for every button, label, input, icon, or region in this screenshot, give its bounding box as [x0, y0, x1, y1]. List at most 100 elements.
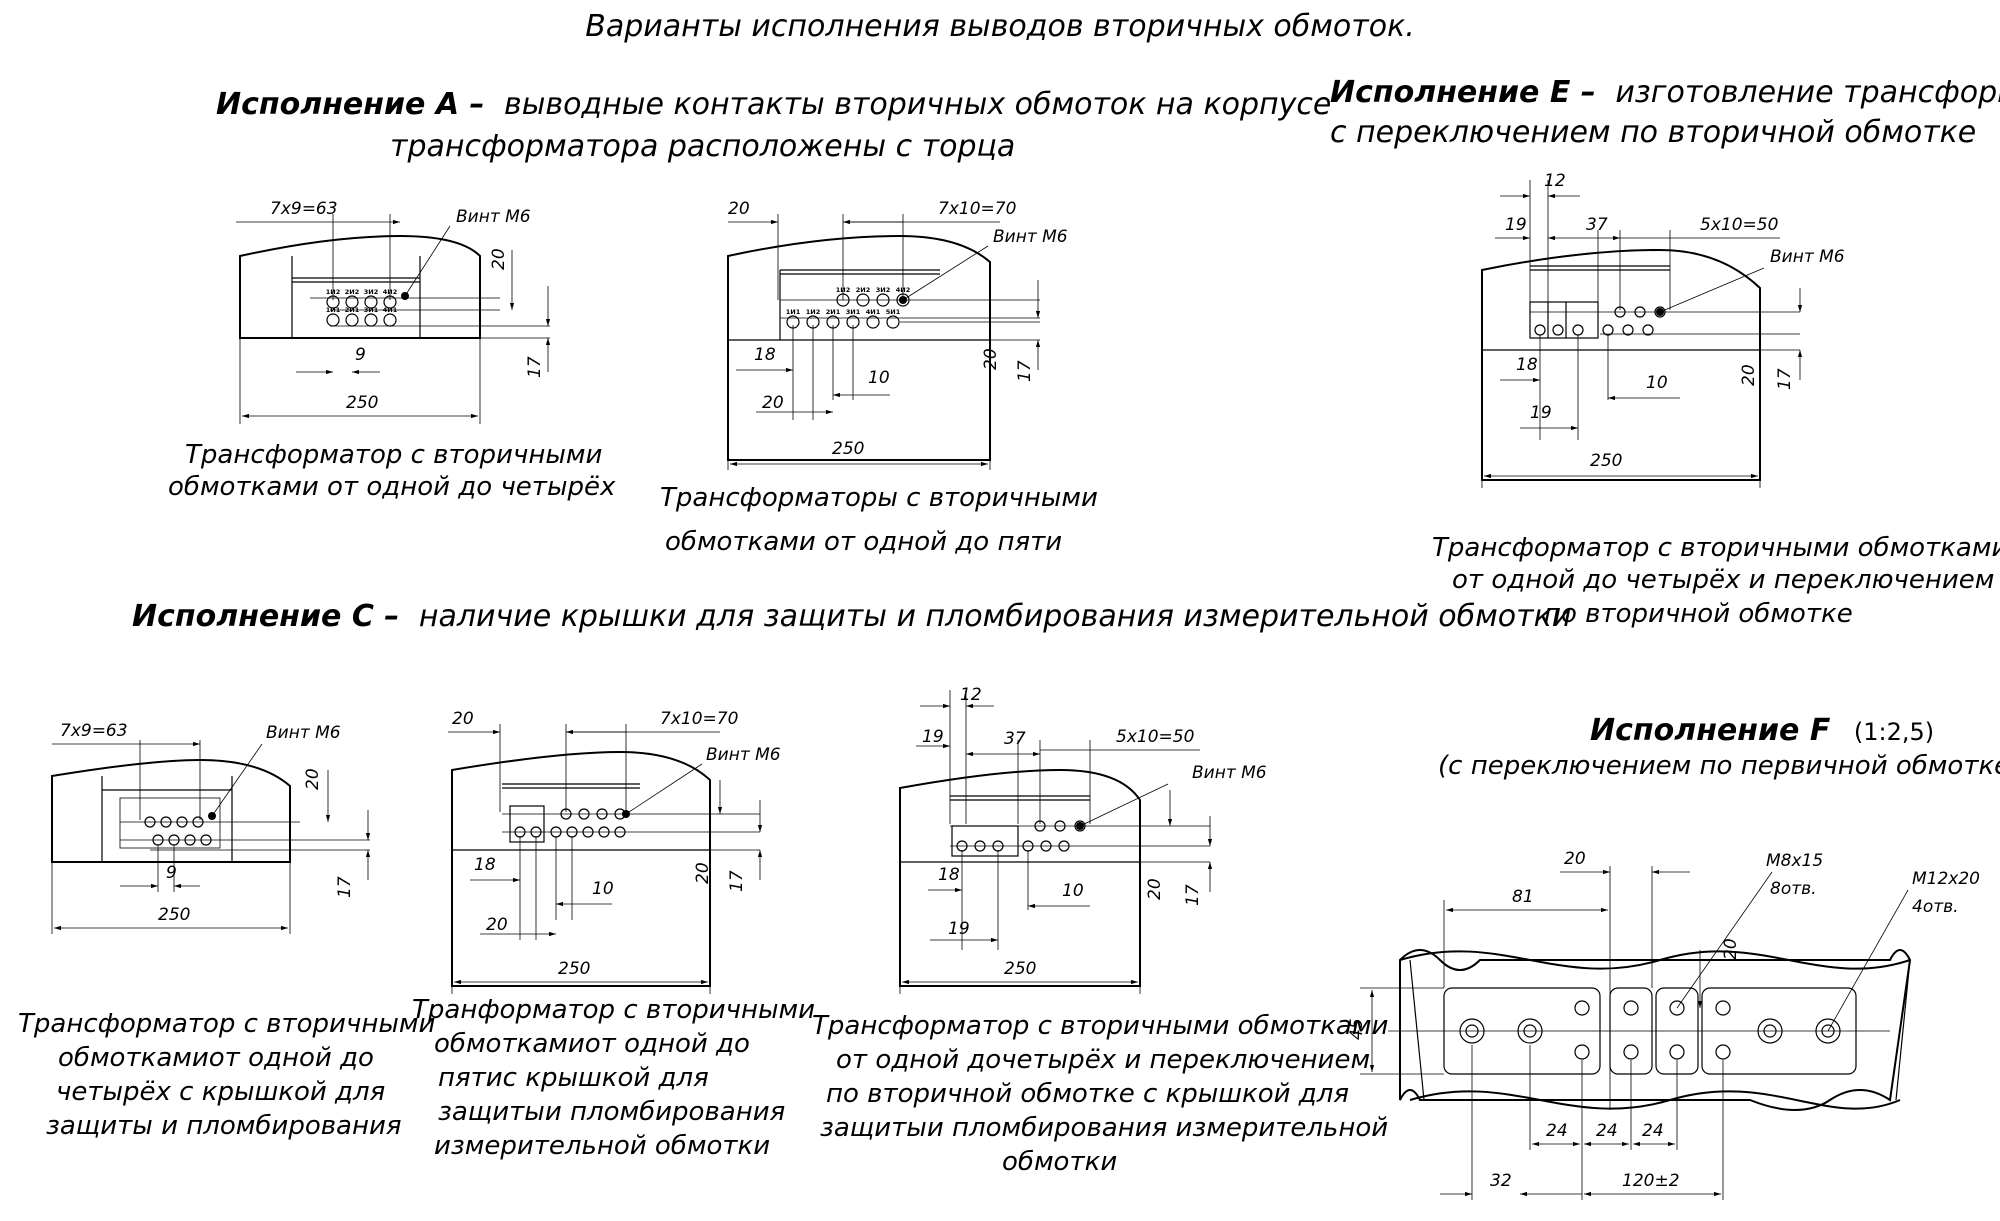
- fig-a2-dim-left: 20: [728, 199, 750, 219]
- fig-a2-dim-20-bottom: 20: [762, 393, 784, 413]
- sheet-title: Варианты исполнения выводов вторичных об…: [585, 9, 1415, 44]
- svg-text:2И2: 2И2: [856, 286, 871, 294]
- fig-c3: 12 19 37 5х10=50 Винт М6 20 17 18 10 19 …: [812, 685, 1388, 1177]
- fig-c2-caption-2: обмоткамиот одной до: [434, 1029, 750, 1059]
- section-e-heading-line1: изготовление трансформатора: [1615, 75, 2000, 110]
- fig-a1-body: [239, 234, 481, 339]
- fig-e-caption-3: по вторичной обмотке: [1544, 599, 1853, 629]
- fig-e-dim-12: 12: [1544, 171, 1566, 191]
- section-f-scale: (1:2,5): [1854, 718, 1934, 746]
- fig-f-dim-32: 32: [1490, 1171, 1512, 1191]
- fig-e-dim-18: 18: [1516, 355, 1538, 375]
- fig-c2-dim-20-right: 20: [693, 862, 713, 884]
- fig-c3-dim-10: 10: [1062, 881, 1084, 901]
- fig-e-dim-10: 10: [1646, 373, 1668, 393]
- fig-c3-dim-12: 12: [960, 685, 982, 705]
- fig-a2-dim-17: 17: [1015, 360, 1035, 382]
- fig-c2-caption-5: измерительной обмотки: [434, 1131, 770, 1161]
- fig-c2-dim-250: 250: [558, 959, 590, 979]
- fig-f-busbar-bottom: [1409, 1090, 1901, 1110]
- fig-f-busbar-outline: [1399, 949, 1912, 1111]
- fig-c3-caption-4: защитыи пломбирования измерительной: [820, 1113, 1388, 1143]
- fig-f-hole-spec-2: М12х20: [1912, 869, 1980, 889]
- fig-a1-screw-label: Винт М6: [456, 207, 531, 227]
- svg-text:4И1: 4И1: [866, 308, 881, 316]
- fig-a2-terminals: 1И2 2И2 3И2 4И2 1И1 1И2 2И1 3И1 4И1 5И1: [786, 286, 910, 329]
- fig-c1-cover: [119, 797, 221, 849]
- fig-c3-body: [899, 768, 1141, 987]
- section-a-heading-line1: выводные контакты вторичных обмоток на к…: [504, 87, 1331, 122]
- fig-c2-dim-top: 7х10=70: [660, 709, 738, 729]
- fig-e-body: [1481, 248, 1761, 481]
- fig-e-caption-1: Трансформатор с вторичными обмотками: [1432, 533, 2000, 563]
- fig-f-hole-count-1: 8отв.: [1770, 879, 1817, 899]
- fig-a1-caption-1: Трансформатор с вторичными: [185, 440, 602, 470]
- fig-c2-dim-17: 17: [727, 870, 747, 892]
- fig-c1-dim-17: 17: [335, 876, 355, 898]
- fig-c2-caption-1: Транформатор с вторичными: [412, 995, 815, 1025]
- fig-e-dim-19: 19: [1505, 215, 1527, 235]
- fig-f-holes: [1459, 1000, 1841, 1060]
- fig-e: 12 19 37 5х10=50 Винт М6 20 17 18 10 19 …: [1432, 171, 2000, 629]
- fig-a2-dim-10: 10: [868, 368, 890, 388]
- fig-c1-body: [51, 758, 291, 863]
- fig-c1-caption-4: защиты и пломбирования: [46, 1111, 402, 1141]
- fig-a1-caption-2: обмотками от одной до четырёх: [168, 472, 616, 502]
- svg-text:2И2: 2И2: [345, 288, 360, 296]
- section-c-heading-bold: Исполнение С –: [132, 599, 399, 634]
- fig-c1-dim-250: 250: [158, 905, 190, 925]
- section-a-heading-line2: трансформатора расположены с торца: [390, 129, 1015, 164]
- fig-f-dim-24-c: 24: [1642, 1121, 1664, 1141]
- fig-f-dim-20-side: 20: [1721, 938, 1741, 960]
- fig-a1-terminals: 1И2 2И2 3И2 4И2 1И1 2И1 3И1 4И1: [326, 288, 409, 327]
- fig-a2-screw-label: Винт М6: [993, 227, 1068, 247]
- fig-e-dim-250: 250: [1590, 451, 1622, 471]
- fig-c3-caption-3: по вторичной обмотке с крышкой для: [826, 1079, 1349, 1109]
- fig-c2-screw-label: Винт М6: [706, 745, 781, 765]
- section-e-heading: Исполнение Е – изготовление трансформато…: [1330, 75, 2000, 110]
- fig-a1-dim-250: 250: [346, 393, 378, 413]
- svg-text:3И2: 3И2: [876, 286, 891, 294]
- fig-a2-dim-18: 18: [754, 345, 776, 365]
- fig-c1-screw-label: Винт М6: [266, 723, 341, 743]
- fig-c3-dim-37: 37: [1004, 729, 1026, 749]
- fig-f-dim-81: 81: [1512, 887, 1534, 907]
- fig-c3-dim-250: 250: [1004, 959, 1036, 979]
- fig-c2: 20 7х10=70 Винт М6 20 17 18 10 20 250 Тр…: [412, 709, 815, 1161]
- fig-e-dim-17: 17: [1775, 368, 1795, 390]
- fig-c2-dim-left: 20: [452, 709, 474, 729]
- svg-text:2И1: 2И1: [826, 308, 841, 316]
- section-f-heading-bold: Исполнение F: [1590, 713, 1831, 748]
- fig-e-switch-block: [1529, 301, 1599, 339]
- fig-c3-dim-19-bottom: 19: [948, 919, 970, 939]
- fig-a1-dim-20: 20: [489, 248, 509, 270]
- section-a-heading-bold: Исполнение А –: [216, 87, 484, 122]
- section-e-heading-bold: Исполнение Е –: [1330, 75, 1596, 110]
- fig-c3-dim-top: 5х10=50: [1116, 727, 1194, 747]
- fig-c1: 7х9=63 Винт М6 20 17 9 250 Трансформатор…: [18, 721, 435, 1141]
- fig-a2-caption-1: Трансформаторы с вторичными: [660, 483, 1098, 513]
- fig-a2-caption-2: обмотками от одной до пяти: [665, 527, 1062, 557]
- fig-f-hole-spec-1: М8х15: [1766, 851, 1823, 871]
- section-f-subheading: (с переключением по первичной обмотке): [1438, 751, 2000, 781]
- fig-f: 81 20 М8х15 8отв. М12х20 4отв. 45 20 24 …: [1347, 849, 1980, 1200]
- fig-f-dim-24-a: 24: [1546, 1121, 1568, 1141]
- fig-f-hole-count-2: 4отв.: [1912, 897, 1959, 917]
- fig-f-busbar-top: [1399, 950, 1911, 970]
- fig-c3-caption-1: Трансформатор с вторичными обмотками: [812, 1011, 1388, 1041]
- fig-c2-caption-3: пятис крышкой для: [438, 1063, 709, 1093]
- fig-f-dim-20-top: 20: [1564, 849, 1586, 869]
- fig-c2-cover: [509, 805, 545, 843]
- fig-c3-caption-2: от одной дочетырёх и переключением: [836, 1045, 1370, 1075]
- fig-f-dim-24-b: 24: [1596, 1121, 1618, 1141]
- svg-text:1И2: 1И2: [806, 308, 821, 316]
- fig-f-dim-120: 120±2: [1622, 1171, 1680, 1191]
- fig-c1-dim-top: 7х9=63: [60, 721, 128, 741]
- fig-c3-caption-5: обмотки: [1002, 1147, 1117, 1177]
- fig-a1-dim-9: 9: [355, 345, 366, 365]
- fig-e-dim-top: 5х10=50: [1700, 215, 1778, 235]
- fig-c2-dim-20-bottom: 20: [486, 915, 508, 935]
- fig-c3-dim-18: 18: [938, 865, 960, 885]
- section-c-heading-rest: наличие крышки для защиты и пломбировани…: [419, 599, 1571, 634]
